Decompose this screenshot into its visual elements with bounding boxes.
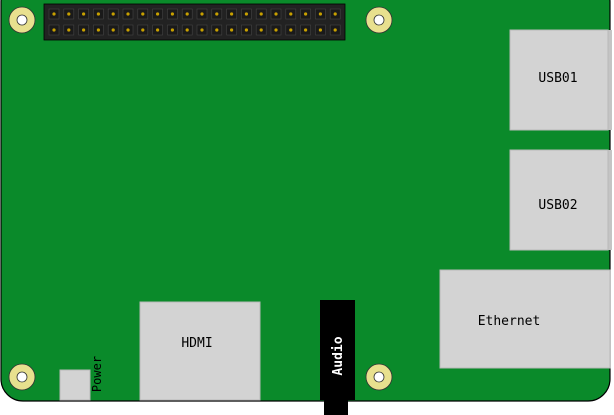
hdmi-port: HDMI [139,301,261,401]
usb-port-1: USB01 [509,29,612,131]
gpio-pin [230,28,234,32]
gpio-pin [304,12,308,16]
gpio-pin [289,12,293,16]
gpio-pin [304,28,308,32]
gpio-pin [52,28,56,32]
ethernet-label: Ethernet [478,314,541,329]
gpio-pin [111,28,115,32]
gpio-pin [333,28,337,32]
gpio-pin [156,28,160,32]
gpio-pin [126,28,130,32]
gpio-pin [170,12,174,16]
gpio-pin [230,12,234,16]
gpio-pin [82,12,86,16]
gpio-pin [141,28,145,32]
gpio-pin [215,28,219,32]
gpio-pin [185,28,189,32]
gpio-pin [259,12,263,16]
gpio-pin [244,12,248,16]
gpio-pin [215,12,219,16]
gpio-pin [333,12,337,16]
gpio-header [43,3,346,41]
gpio-pin [67,28,71,32]
gpio-header-body [43,3,346,41]
gpio-pin [259,28,263,32]
power-label: Power [90,356,104,392]
gpio-pin [156,12,160,16]
gpio-pin [96,12,100,16]
gpio-pin [274,12,278,16]
gpio-pin [185,12,189,16]
gpio-pin [170,28,174,32]
gpio-pin [318,12,322,16]
gpio-pin [200,12,204,16]
gpio-pin [200,28,204,32]
usb1-label: USB01 [538,71,577,86]
gpio-pin [244,28,248,32]
audio-label: Audio [331,336,346,375]
gpio-pin [67,12,71,16]
gpio-pin [318,28,322,32]
gpio-pin [96,28,100,32]
power-port: Power [59,356,104,401]
gpio-pin [274,28,278,32]
usb2-label: USB02 [538,198,577,213]
mounting-hole-top-right [365,6,393,34]
audio-jack: Audio [320,300,355,415]
mounting-hole-bottom-left [8,363,36,391]
gpio-pin [126,12,130,16]
hdmi-label: HDMI [181,336,212,351]
usb-port-2: USB02 [509,149,612,251]
gpio-pin [111,12,115,16]
gpio-pin [289,28,293,32]
ethernet-port: Ethernet [439,269,611,369]
gpio-pin [141,12,145,16]
gpio-pin [52,12,56,16]
mounting-hole-bottom-right [365,363,393,391]
mounting-hole-top-left [8,6,36,34]
gpio-pin [82,28,86,32]
